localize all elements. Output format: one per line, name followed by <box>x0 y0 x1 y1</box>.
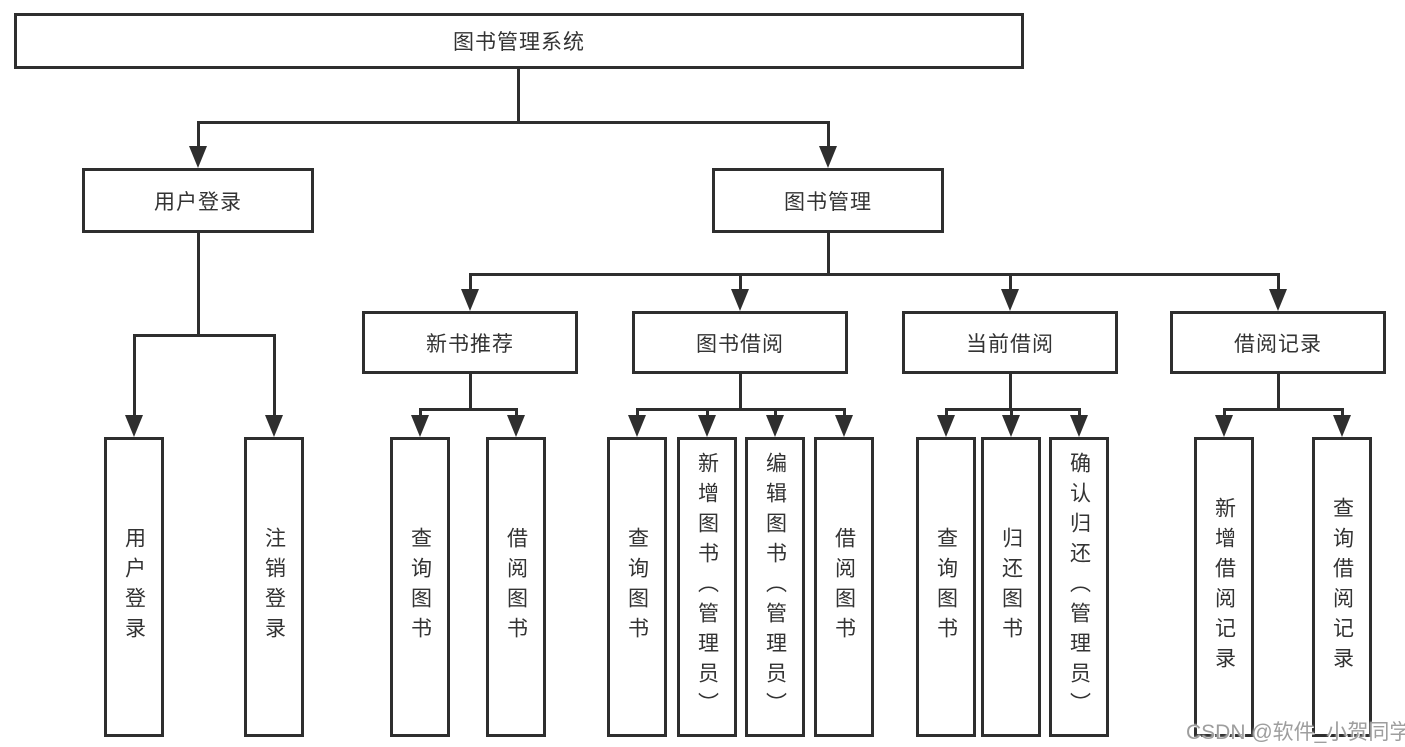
leaf-query-books-borrow-label: 查询图书 <box>625 527 649 647</box>
leaf-user-login: 用户登录 <box>104 437 164 737</box>
connector-records-hbar <box>1224 408 1343 411</box>
node-borrow-records: 借阅记录 <box>1170 311 1386 374</box>
arrow-down-icon <box>1070 415 1088 437</box>
connector-new-rec-hbar <box>420 408 517 411</box>
connector-drop-leaf <box>774 408 777 417</box>
leaf-logout: 注销登录 <box>244 437 304 737</box>
connector-root-hbar <box>198 121 830 124</box>
connector-drop-book-mgmt <box>827 121 830 147</box>
csdn-watermark: CSDN @软件_小贺同学 <box>1186 721 1405 744</box>
arrow-down-icon <box>937 415 955 437</box>
arrow-down-icon <box>411 415 429 437</box>
arrow-down-icon <box>835 415 853 437</box>
leaf-return-books-label: 归还图书 <box>999 527 1023 647</box>
connector-drop-leaf <box>515 408 518 417</box>
leaf-logout-label: 注销登录 <box>262 527 286 647</box>
node-book-mgmt-label: 图书管理 <box>784 190 872 214</box>
leaf-edit-book-admin: 编辑图书（管理员） <box>745 437 805 737</box>
node-new-book-rec-label: 新书推荐 <box>426 332 514 356</box>
arrow-down-icon <box>189 146 207 168</box>
leaf-borrow-books-label: 借阅图书 <box>832 527 856 647</box>
connector-user-login-hbar <box>133 334 275 337</box>
leaf-edit-book-admin-label: 编辑图书（管理员） <box>763 452 787 722</box>
node-root: 图书管理系统 <box>14 13 1024 69</box>
arrow-down-icon <box>698 415 716 437</box>
node-current-borrow: 当前借阅 <box>902 311 1118 374</box>
leaf-query-books-borrow: 查询图书 <box>607 437 667 737</box>
arrow-down-icon <box>1001 289 1019 311</box>
leaf-query-borrow-record-label: 查询借阅记录 <box>1330 497 1354 677</box>
node-book-borrow-label: 图书借阅 <box>696 332 784 356</box>
connector-book-borrow-hbar <box>637 408 845 411</box>
leaf-add-borrow-record-label: 新增借阅记录 <box>1212 497 1236 677</box>
arrow-down-icon <box>1215 415 1233 437</box>
node-borrow-records-label: 借阅记录 <box>1234 332 1322 356</box>
arrow-down-icon <box>1002 415 1020 437</box>
connector-drop-book-borrow <box>739 273 742 291</box>
node-book-mgmt: 图书管理 <box>712 168 944 233</box>
arrow-down-icon <box>766 415 784 437</box>
connector-drop-leaf <box>1223 408 1226 417</box>
connector-new-rec-stem <box>469 374 472 411</box>
connector-drop-leaf <box>843 408 846 417</box>
connector-drop-leaf <box>273 334 276 416</box>
node-current-borrow-label: 当前借阅 <box>966 332 1054 356</box>
connector-current-borrow-stem <box>1009 374 1012 411</box>
arrow-down-icon <box>461 289 479 311</box>
connector-drop-records <box>1277 273 1280 291</box>
leaf-query-books-current: 查询图书 <box>916 437 976 737</box>
node-root-label: 图书管理系统 <box>453 31 585 54</box>
leaf-add-book-admin-label: 新增图书（管理员） <box>695 452 719 722</box>
node-new-book-rec: 新书推荐 <box>362 311 578 374</box>
arrow-down-icon <box>265 415 283 437</box>
connector-drop-leaf <box>1078 408 1081 417</box>
node-user-login: 用户登录 <box>82 168 314 233</box>
leaf-confirm-return-admin-label: 确认归还（管理员） <box>1067 452 1091 722</box>
connector-drop-new-rec <box>469 273 472 291</box>
arrow-down-icon <box>1333 415 1351 437</box>
connector-drop-leaf <box>945 408 948 417</box>
arrow-down-icon <box>628 415 646 437</box>
leaf-query-books-current-label: 查询图书 <box>934 527 958 647</box>
leaf-query-books-rec-label: 查询图书 <box>408 527 432 647</box>
connector-user-login-stem <box>197 233 200 337</box>
connector-drop-leaf <box>706 408 709 417</box>
leaf-user-login-label: 用户登录 <box>122 527 146 647</box>
connector-drop-leaf <box>1341 408 1344 417</box>
leaf-query-borrow-record: 查询借阅记录 <box>1312 437 1372 737</box>
connector-root-stem <box>517 69 520 121</box>
leaf-borrow-books-rec: 借阅图书 <box>486 437 546 737</box>
arrow-down-icon <box>507 415 525 437</box>
node-user-login-label: 用户登录 <box>154 190 242 214</box>
arrow-down-icon <box>1269 289 1287 311</box>
connector-book-borrow-stem <box>739 374 742 411</box>
connector-drop-leaf <box>1010 408 1013 417</box>
leaf-add-book-admin: 新增图书（管理员） <box>677 437 737 737</box>
connector-drop-leaf <box>636 408 639 417</box>
node-book-borrow: 图书借阅 <box>632 311 848 374</box>
leaf-borrow-books: 借阅图书 <box>814 437 874 737</box>
connector-book-mgmt-hbar <box>470 273 1280 276</box>
connector-drop-leaf <box>133 334 136 416</box>
arrow-down-icon <box>731 289 749 311</box>
connector-drop-user-login <box>197 121 200 147</box>
connector-records-stem <box>1277 374 1280 411</box>
leaf-add-borrow-record: 新增借阅记录 <box>1194 437 1254 737</box>
leaf-borrow-books-rec-label: 借阅图书 <box>504 527 528 647</box>
connector-drop-current-borrow <box>1009 273 1012 291</box>
leaf-return-books: 归还图书 <box>981 437 1041 737</box>
arrow-down-icon <box>125 415 143 437</box>
connector-book-mgmt-stem <box>827 233 830 276</box>
connector-drop-leaf <box>419 408 422 417</box>
arrow-down-icon <box>819 146 837 168</box>
leaf-confirm-return-admin: 确认归还（管理员） <box>1049 437 1109 737</box>
connector-current-borrow-hbar <box>946 408 1080 411</box>
leaf-query-books-rec: 查询图书 <box>390 437 450 737</box>
